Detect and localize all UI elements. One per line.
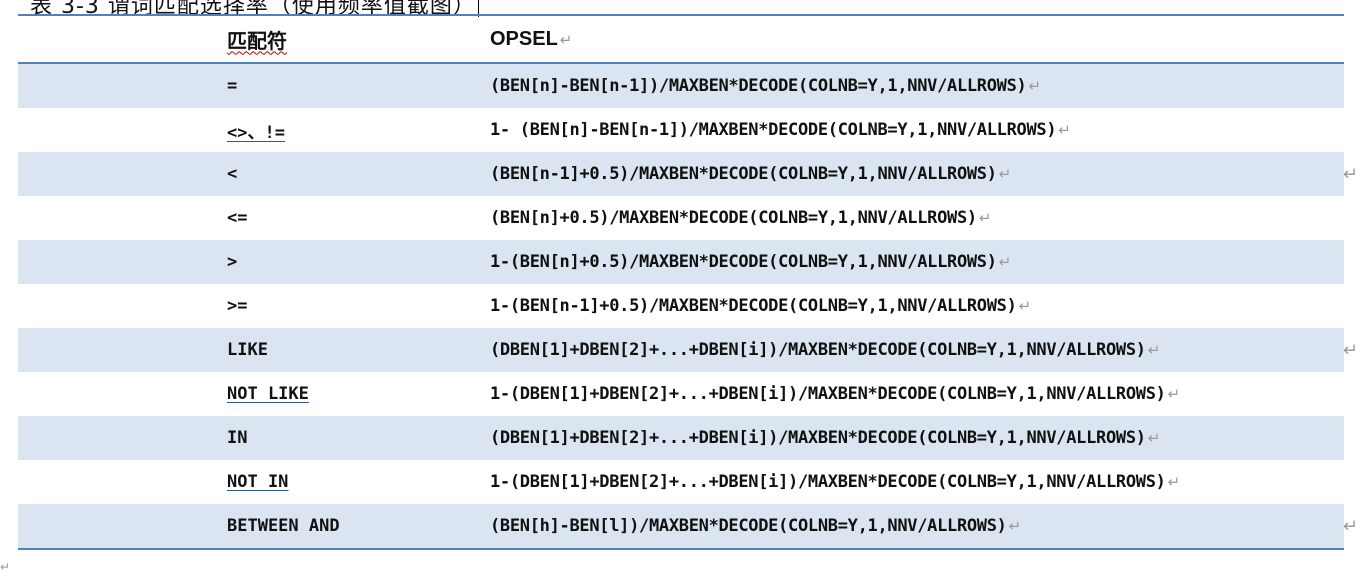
table-row: NOT LIKE 1-(DBEN[1]+DBEN[2]+...+DBEN[i])…: [18, 372, 1344, 416]
table-row: = (BEN[n]-BEN[n-1])/MAXBEN*DECODE(COLNB=…: [18, 64, 1344, 108]
expression-cell: (BEN[n]-BEN[n-1])/MAXBEN*DECODE(COLNB=Y,…: [490, 76, 1041, 96]
expression-text: 1- (BEN[n]-BEN[n-1])/MAXBEN*DECODE(COLNB…: [490, 120, 1057, 140]
document-end-mark: ↵: [0, 560, 11, 574]
operator-cell: BETWEEN AND: [227, 516, 340, 536]
table-row: <>、!= 1- (BEN[n]-BEN[n-1])/MAXBEN*DECODE…: [18, 108, 1344, 152]
paragraph-mark: ↵: [998, 165, 1012, 183]
table-row: > 1-(BEN[n]+0.5)/MAXBEN*DECODE(COLNB=Y,1…: [18, 240, 1344, 284]
table-row: LIKE (DBEN[1]+DBEN[2]+...+DBEN[i])/MAXBE…: [18, 328, 1358, 372]
table-top-rule: [18, 14, 1344, 16]
expression-cell: 1-(BEN[n-1]+0.5)/MAXBEN*DECODE(COLNB=Y,1…: [490, 296, 1031, 316]
expression-cell: 1-(DBEN[1]+DBEN[2]+...+DBEN[i])/MAXBEN*D…: [490, 384, 1180, 404]
paragraph-mark: ↵: [559, 30, 573, 49]
expression-cell: 1- (BEN[n]-BEN[n-1])/MAXBEN*DECODE(COLNB…: [490, 120, 1071, 140]
expression-text: (BEN[h]-BEN[l])/MAXBEN*DECODE(COLNB=Y,1,…: [490, 516, 1007, 536]
expression-text: 1-(DBEN[1]+DBEN[2]+...+DBEN[i])/MAXBEN*D…: [490, 384, 1166, 404]
expression-text: (DBEN[1]+DBEN[2]+...+DBEN[i])/MAXBEN*DEC…: [490, 428, 1146, 448]
operator-cell: LIKE: [227, 340, 268, 360]
expression-text: 1-(BEN[n]+0.5)/MAXBEN*DECODE(COLNB=Y,1,N…: [490, 252, 997, 272]
paragraph-mark: ↵: [998, 253, 1012, 271]
expression-cell: (BEN[n]+0.5)/MAXBEN*DECODE(COLNB=Y,1,NNV…: [490, 208, 991, 228]
table-bottom-rule: [18, 548, 1344, 550]
paragraph-mark: ↵: [1008, 517, 1022, 535]
selectivity-table: 匹配符 OPSEL↵ = (BEN[n]-BEN[n-1])/MAXBEN*DE…: [18, 14, 1358, 550]
operator-cell: =: [227, 76, 238, 96]
operator-cell: <=: [227, 208, 248, 228]
table-row: >= 1-(BEN[n-1]+0.5)/MAXBEN*DECODE(COLNB=…: [18, 284, 1344, 328]
text-cursor: [477, 0, 479, 17]
row-end-mark: ↵: [1342, 339, 1358, 361]
row-end-mark: ↵: [1342, 515, 1358, 537]
expression-cell: (BEN[h]-BEN[l])/MAXBEN*DECODE(COLNB=Y,1,…: [490, 516, 1021, 536]
expression-cell: 1-(BEN[n]+0.5)/MAXBEN*DECODE(COLNB=Y,1,N…: [490, 252, 1011, 272]
table-row: NOT IN 1-(DBEN[1]+DBEN[2]+...+DBEN[i])/M…: [18, 460, 1344, 504]
expression-cell: (BEN[n-1]+0.5)/MAXBEN*DECODE(COLNB=Y,1,N…: [490, 164, 1011, 184]
paragraph-mark: ↵: [1018, 297, 1032, 315]
expression-text: 1-(BEN[n-1]+0.5)/MAXBEN*DECODE(COLNB=Y,1…: [490, 296, 1017, 316]
operator-cell: NOT IN: [227, 472, 289, 492]
table-row: BETWEEN AND (BEN[h]-BEN[l])/MAXBEN*DECOD…: [18, 504, 1358, 548]
table-row: <= (BEN[n]+0.5)/MAXBEN*DECODE(COLNB=Y,1,…: [18, 196, 1344, 240]
expression-text: 1-(DBEN[1]+DBEN[2]+...+DBEN[i])/MAXBEN*D…: [490, 472, 1166, 492]
table-row: < (BEN[n-1]+0.5)/MAXBEN*DECODE(COLNB=Y,1…: [18, 152, 1358, 196]
expression-cell: (DBEN[1]+DBEN[2]+...+DBEN[i])/MAXBEN*DEC…: [490, 428, 1160, 448]
row-end-mark: ↵: [1342, 163, 1358, 185]
operator-cell: <: [227, 164, 238, 184]
expression-text: (BEN[n]+0.5)/MAXBEN*DECODE(COLNB=Y,1,NNV…: [490, 208, 977, 228]
paragraph-mark: ↵: [1028, 77, 1041, 95]
expression-cell: 1-(DBEN[1]+DBEN[2]+...+DBEN[i])/MAXBEN*D…: [490, 472, 1180, 492]
header-operator: 匹配符: [227, 28, 287, 53]
expression-cell: (DBEN[1]+DBEN[2]+...+DBEN[i])/MAXBEN*DEC…: [490, 340, 1160, 360]
paragraph-mark: ↵: [1167, 473, 1181, 491]
operator-cell: >=: [227, 296, 248, 316]
table-row: IN (DBEN[1]+DBEN[2]+...+DBEN[i])/MAXBEN*…: [18, 416, 1344, 460]
paragraph-mark: ↵: [1147, 429, 1161, 447]
header-expression: OPSEL↵: [490, 28, 572, 51]
header-expression-text: OPSEL: [490, 27, 558, 50]
paragraph-mark: ↵: [1058, 121, 1071, 139]
paragraph-mark: ↵: [1147, 341, 1161, 359]
paragraph-mark: ↵: [978, 209, 992, 227]
expression-text: (BEN[n-1]+0.5)/MAXBEN*DECODE(COLNB=Y,1,N…: [490, 164, 997, 184]
operator-cell: NOT LIKE: [227, 384, 309, 404]
operator-cell: >: [227, 252, 238, 272]
operator-cell: IN: [227, 428, 248, 448]
expression-text: (DBEN[1]+DBEN[2]+...+DBEN[i])/MAXBEN*DEC…: [490, 340, 1146, 360]
table-header-row: 匹配符 OPSEL↵: [18, 16, 1344, 64]
paragraph-mark: ↵: [1167, 385, 1181, 403]
expression-text: (BEN[n]-BEN[n-1])/MAXBEN*DECODE(COLNB=Y,…: [490, 76, 1027, 96]
operator-cell: <>、!=: [227, 122, 285, 143]
